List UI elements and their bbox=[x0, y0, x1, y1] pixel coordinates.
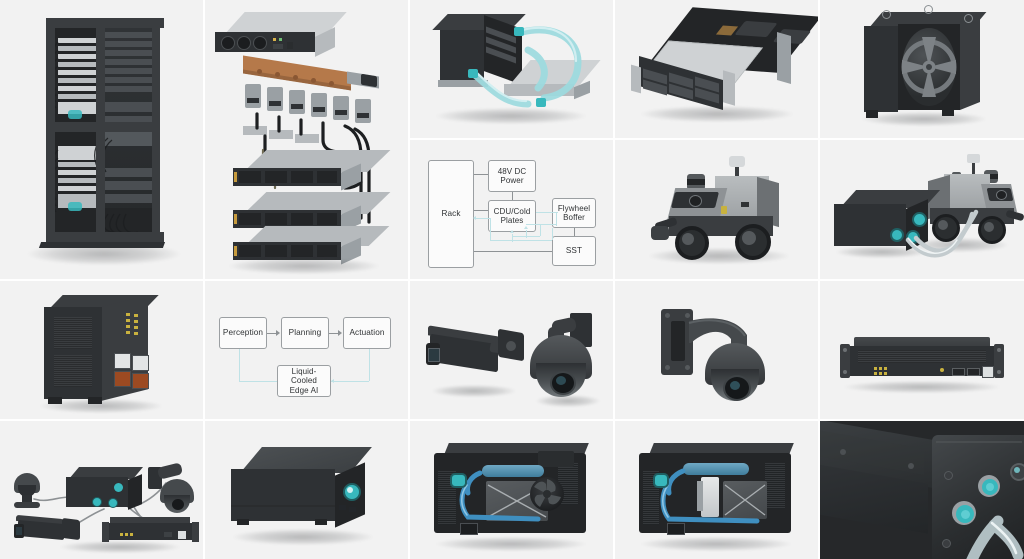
diagram-node-liquid-cooled-edge-ai[interactable]: Liquid-Cooled Edge AI bbox=[277, 365, 331, 397]
diagram-coolant-arrow-rack bbox=[473, 215, 476, 220]
rack-power-diagram: Rack 48V DC Power CDU/Cold Plates Flywhe… bbox=[410, 140, 613, 279]
diagram-node-sst[interactable]: SST bbox=[552, 236, 596, 266]
grid-cell-flywheel-enclosure[interactable] bbox=[820, 0, 1024, 138]
coolant-tube-icon bbox=[470, 26, 582, 108]
diagram-node-actuation[interactable]: Actuation bbox=[343, 317, 391, 349]
grid-cell-autonomy-pipeline-diagram[interactable]: Perception Planning Actuation Liquid-Coo… bbox=[205, 281, 408, 419]
diagram-node-planning-label: Planning bbox=[288, 328, 322, 338]
diagram-node-flywheel-line2: Boffer bbox=[563, 213, 585, 222]
diagram-node-cdu-line2: Plates bbox=[500, 216, 524, 225]
diagram-coolant-cdu-to-rack bbox=[476, 218, 490, 220]
grid-cell-busbar-power-distribution[interactable] bbox=[205, 0, 408, 279]
diagram-coolant-actuation-leg bbox=[369, 349, 371, 381]
diagram-link-rack-sst bbox=[474, 251, 552, 252]
diagram-coolant-arrow-cdu-2 bbox=[523, 226, 528, 229]
flywheel-rotor-icon bbox=[901, 37, 957, 97]
grid-cell-robot-with-cooling-box[interactable] bbox=[820, 140, 1024, 279]
grid-cell-rack-power-block-diagram[interactable]: Rack 48V DC Power CDU/Cold Plates Flywhe… bbox=[410, 140, 613, 279]
diagram-node-rack-label: Rack bbox=[441, 209, 461, 219]
grid-cell-coolant-connector-closeup[interactable] bbox=[820, 421, 1024, 559]
diagram-node-perception-label: Perception bbox=[222, 328, 264, 338]
diagram-node-actuation-label: Actuation bbox=[349, 328, 385, 338]
camera-mount-arm-icon bbox=[688, 318, 747, 347]
grid-cell-server-rack-open[interactable] bbox=[0, 0, 203, 279]
grid-cell-edge-ai-box-open-alt[interactable] bbox=[615, 421, 818, 559]
diagram-link-flywheel-sst bbox=[574, 228, 575, 236]
cold-plate-icon bbox=[724, 484, 766, 516]
diagram-coolant-arrow-edge-ai bbox=[331, 378, 334, 383]
diagram-link-48v-cdu bbox=[512, 192, 513, 200]
diagram-coolant-up-cdu-1 bbox=[512, 234, 514, 242]
diagram-link-rack-48v bbox=[474, 174, 488, 175]
diagram-node-flywheel-buffer[interactable]: Flywheel Boffer bbox=[552, 198, 596, 228]
gpu-fan-icon bbox=[534, 479, 561, 507]
diagram-node-cdu-cold-plates[interactable]: CDU/Cold Plates bbox=[488, 200, 536, 232]
grid-cell-edge-ai-box-open-gpu[interactable] bbox=[410, 421, 613, 559]
grid-cell-rack-server-2u[interactable] bbox=[615, 0, 818, 138]
grid-cell-video-system-layout[interactable] bbox=[0, 421, 203, 559]
grid-cell-wall-mount-ptz-dome[interactable] bbox=[615, 281, 818, 419]
diagram-coolant-perception-run bbox=[239, 381, 277, 383]
diagram-node-48v-dc-power[interactable]: 48V DC Power bbox=[488, 160, 536, 192]
diagram-coolant-rise-sst bbox=[552, 228, 554, 240]
diagram-coolant-drop-b bbox=[540, 224, 542, 236]
diagram-link-rack-cdu bbox=[474, 210, 488, 211]
grid-cell-cdu-cold-plate[interactable] bbox=[410, 0, 613, 138]
diagram-coolant-actuation-run bbox=[331, 381, 369, 383]
diagram-node-48v-line1: 48V DC bbox=[497, 166, 527, 176]
coolant-loop-icon bbox=[459, 470, 541, 522]
grid-cell-autonomous-sweeper-robot[interactable] bbox=[615, 140, 818, 279]
diagram-coolant-flywheel-run bbox=[536, 212, 558, 214]
grid-cell-rackmount-nvr[interactable] bbox=[820, 281, 1024, 419]
diagram-coolant-up-cdu-2 bbox=[526, 230, 528, 238]
diagram-flow-planning-actuation bbox=[329, 333, 339, 334]
grid-cell-bullet-and-dome-cameras[interactable] bbox=[410, 281, 613, 419]
coolant-hose-icon bbox=[905, 209, 979, 258]
diagram-coolant-run-a bbox=[490, 240, 552, 242]
diagram-node-48v-line2: Power bbox=[500, 176, 524, 185]
diagram-coolant-arrow-cdu-1 bbox=[509, 230, 514, 233]
diagram-node-flywheel-line1: Flywheel bbox=[557, 203, 591, 213]
diagram-node-planning[interactable]: Planning bbox=[281, 317, 329, 349]
diagram-coolant-flywheel-leg bbox=[556, 212, 558, 226]
grid-cell-edge-ai-box-closed[interactable] bbox=[205, 421, 408, 559]
diagram-coolant-run-c bbox=[526, 224, 556, 226]
diagram-node-rack[interactable]: Rack bbox=[428, 160, 474, 268]
diagram-node-perception[interactable]: Perception bbox=[219, 317, 267, 349]
coolant-loop-alt-icon bbox=[660, 468, 760, 524]
autonomy-pipeline-diagram: Perception Planning Actuation Liquid-Coo… bbox=[205, 281, 408, 419]
diagram-coolant-drop-a bbox=[490, 218, 492, 240]
diagram-node-edge-ai-line1: Liquid-Cooled bbox=[291, 366, 317, 386]
grid-cell-sst-cabinet[interactable] bbox=[0, 281, 203, 419]
diagram-flow-arrow-actuation bbox=[338, 330, 342, 336]
clear-tubing-icon bbox=[966, 515, 1024, 559]
diagram-coolant-perception-leg bbox=[239, 349, 241, 381]
diagram-node-sst-label: SST bbox=[565, 246, 583, 256]
diagram-node-cdu-line1: CDU/Cold bbox=[493, 206, 531, 216]
diagram-flow-perception-planning bbox=[267, 333, 277, 334]
diagram-node-edge-ai-line2: Edge AI bbox=[289, 385, 319, 395]
diagram-flow-arrow-planning bbox=[276, 330, 280, 336]
